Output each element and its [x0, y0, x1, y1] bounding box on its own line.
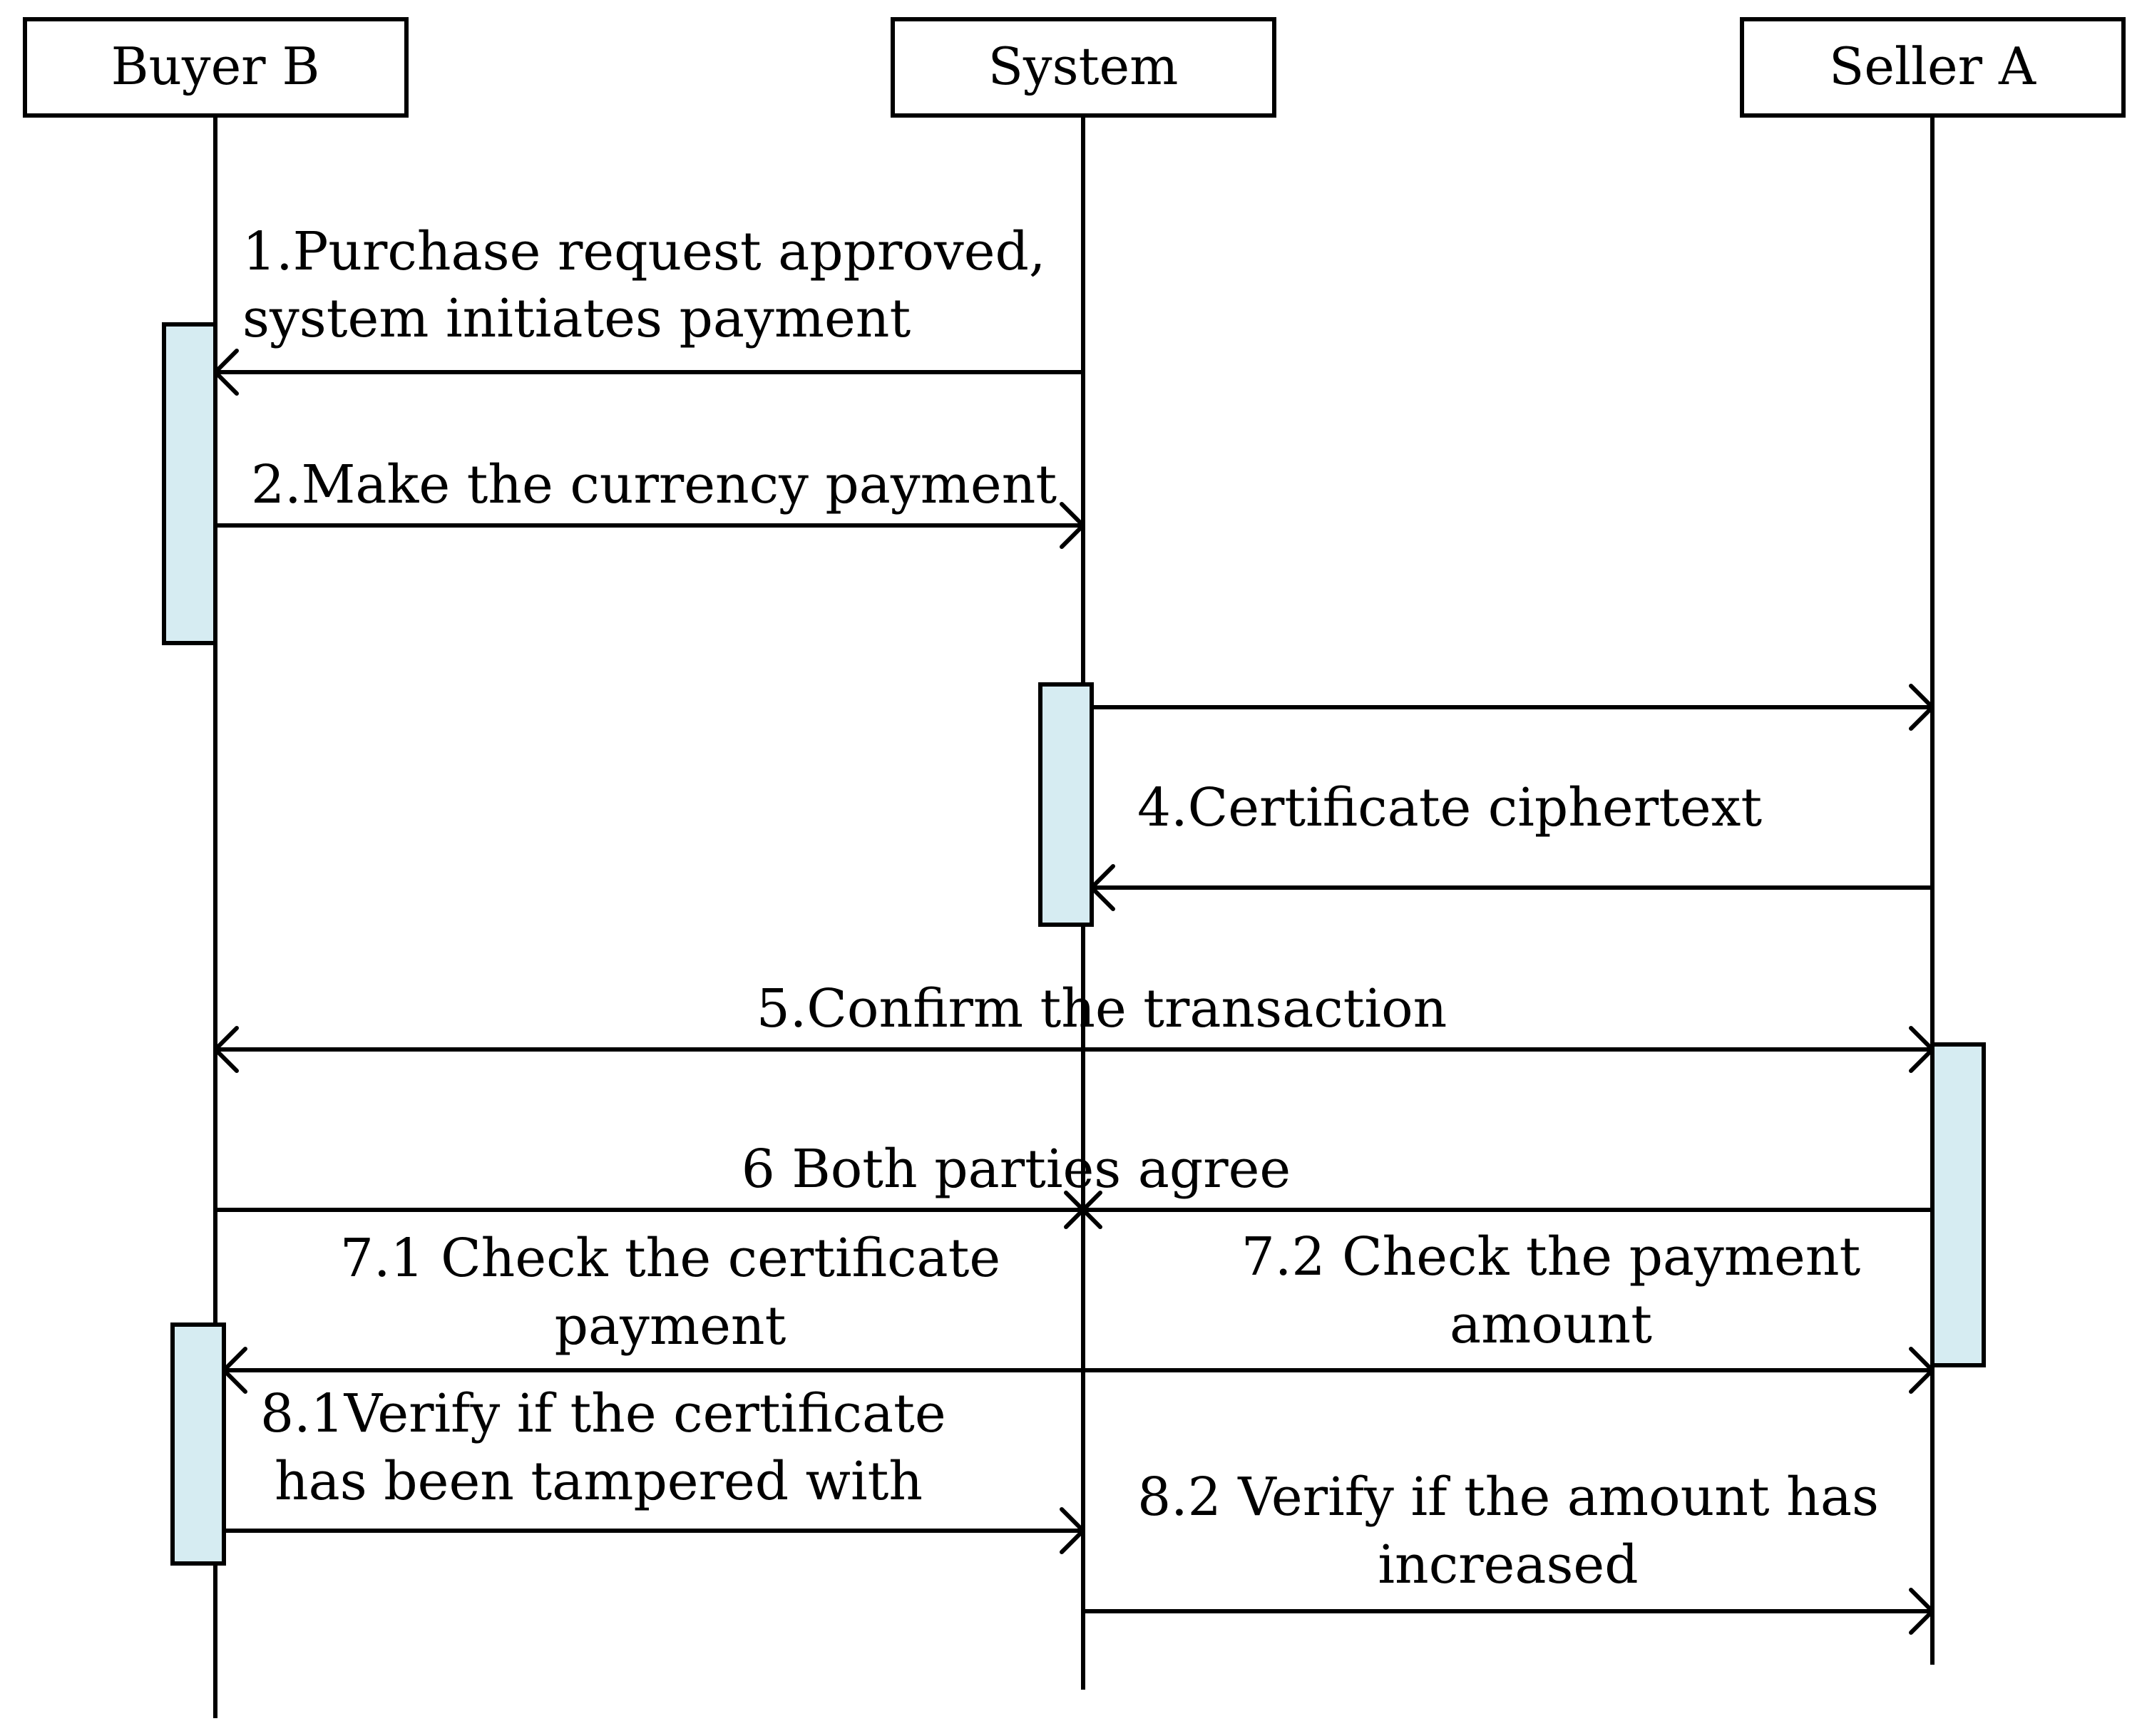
activation-system-1 — [1038, 682, 1094, 927]
activation-buyer-1 — [162, 322, 217, 645]
message-1-label-line1: 1.Purchase request approved, — [242, 221, 1045, 282]
message-2-arrowhead — [1060, 502, 1085, 549]
message-7: 7.1 Check the certificate payment 7.2 Ch… — [222, 1226, 1935, 1394]
message-2: 2.Make the currency payment — [215, 454, 1085, 549]
message-7-2-label-line1: 7.2 Check the payment — [1241, 1226, 1861, 1288]
message-7-1-label-line1: 7.1 Check the certificate — [340, 1228, 1000, 1289]
message-1-arrowhead — [213, 349, 239, 396]
message-6-x-mark-b — [1064, 1191, 1102, 1229]
message-5-arrowhead-left — [213, 1026, 239, 1073]
participant-seller: Seller A — [1740, 17, 2126, 118]
message-5: 5.Confirm the transaction — [213, 978, 1935, 1073]
message-5-arrowhead-right — [1909, 1026, 1935, 1073]
message-7-1-arrowhead — [222, 1347, 247, 1394]
message-3-arrowhead — [1909, 684, 1935, 731]
message-8-1-label-line1: 8.1Verify if the certificate — [260, 1383, 946, 1444]
message-8-2-label-line1: 8.2 Verify if the amount has — [1137, 1467, 1879, 1528]
participant-buyer-box — [23, 17, 409, 118]
message-1: 1.Purchase request approved, system init… — [213, 221, 1083, 396]
participant-seller-label: Seller A — [1829, 36, 2036, 96]
participant-buyer: Buyer B — [23, 17, 409, 118]
message-2-label: 2.Make the currency payment — [251, 454, 1057, 515]
message-6-label: 6 Both parties agree — [742, 1139, 1291, 1200]
message-4-label: 4.Certificate ciphertext — [1137, 777, 1762, 838]
message-7-1-label-line2: payment — [555, 1295, 786, 1357]
message-4: 4.Certificate ciphertext — [1090, 777, 1932, 911]
message-4-arrowhead — [1090, 864, 1115, 911]
message-3 — [1092, 684, 1935, 731]
message-7-2-label-line2: amount — [1450, 1294, 1652, 1355]
message-1-label-line2: system initiates payment — [242, 288, 911, 349]
message-7-2-arrowhead — [1909, 1347, 1935, 1394]
activation-seller-1 — [1930, 1042, 1986, 1367]
participant-buyer-label: Buyer B — [111, 36, 320, 96]
participant-system: System — [891, 17, 1276, 118]
message-8-2: 8.2 Verify if the amount has increased — [1083, 1467, 1935, 1635]
participant-system-label: System — [988, 36, 1179, 96]
participant-system-box — [891, 17, 1276, 118]
message-8-1: 8.1Verify if the certificate has been ta… — [224, 1383, 1085, 1554]
message-8-1-arrowhead — [1060, 1507, 1085, 1554]
message-8-2-arrowhead — [1909, 1588, 1935, 1635]
message-8-1-label-line2: has been tampered with — [275, 1451, 923, 1512]
activation-buyer-2 — [170, 1322, 226, 1566]
message-5-label: 5.Confirm the transaction — [757, 978, 1447, 1039]
message-8-2-label-line2: increased — [1378, 1534, 1638, 1596]
message-6: 6 Both parties agree — [215, 1139, 1932, 1229]
